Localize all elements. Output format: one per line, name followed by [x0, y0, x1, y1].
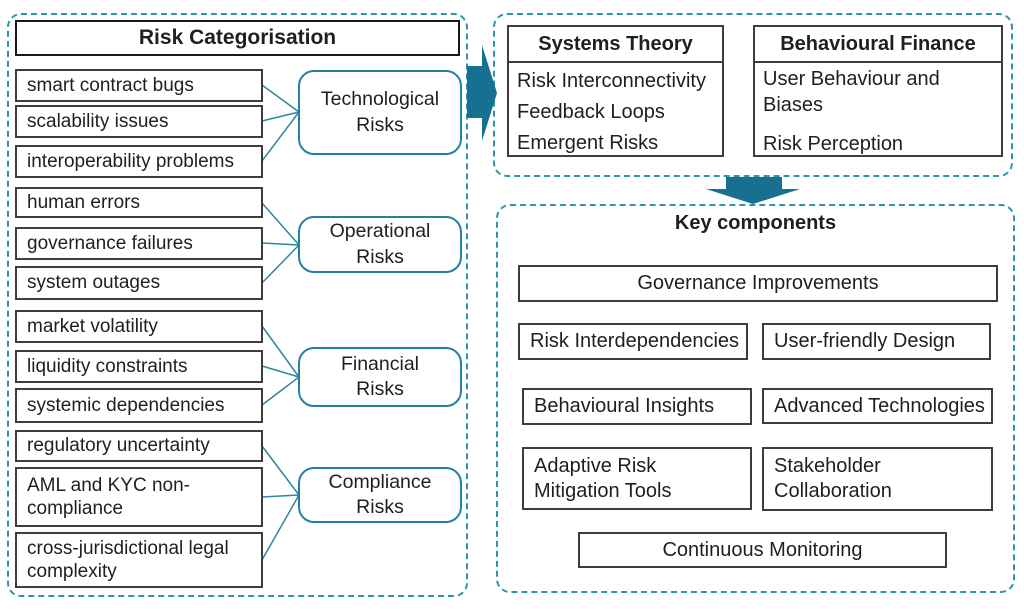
component-advanced-technologies: Advanced Technologies — [762, 388, 993, 424]
flow-arrow-down-icon — [706, 177, 800, 204]
component-user-friendly-design: User-friendly Design — [762, 323, 991, 360]
component-governance-improvements: Governance Improvements — [518, 265, 998, 302]
risk-item-regulatory-uncertainty: regulatory uncertainty — [15, 430, 263, 462]
risk-item-system-outages: system outages — [15, 266, 263, 300]
risk-item-market-volatility: market volatility — [15, 310, 263, 343]
systems-theory-box: Systems Theory Risk Interconnectivity Fe… — [507, 25, 724, 157]
component-adaptive-risk-mitigation-tools: Adaptive Risk Mitigation Tools — [522, 447, 752, 510]
behavioural-finance-title: Behavioural Finance — [755, 27, 1001, 63]
operational-risks-box: Operational Risks — [298, 216, 462, 273]
financial-risks-box: Financial Risks — [298, 347, 462, 407]
theory-item: User Behaviour and Biases — [763, 68, 940, 116]
theory-item: Feedback Loops — [517, 101, 665, 123]
compliance-risks-box: Compliance Risks — [298, 467, 462, 523]
systems-theory-title: Systems Theory — [509, 27, 722, 63]
systems-theory-items: Risk Interconnectivity Feedback Loops Em… — [509, 63, 722, 159]
behavioural-finance-box: Behavioural Finance User Behaviour and B… — [753, 25, 1003, 157]
risk-categorisation-title: Risk Categorisation — [15, 20, 460, 56]
risk-categorisation-panel — [7, 13, 468, 597]
technological-risks-box: Technological Risks — [298, 70, 462, 155]
key-components-panel — [496, 204, 1015, 593]
compliance-connectors — [261, 445, 300, 561]
behavioural-finance-items: User Behaviour and Biases Risk Perceptio… — [755, 63, 1001, 157]
risk-item-scalability-issues: scalability issues — [15, 105, 263, 138]
risk-item-interoperability-problems: interoperability problems — [15, 145, 263, 178]
operational-connectors — [261, 202, 300, 284]
theory-item: Risk Perception — [763, 133, 904, 155]
risk-item-systemic-dependencies: systemic dependencies — [15, 388, 263, 423]
financial-connectors — [261, 325, 300, 406]
risk-item-cross-jurisdictional-legal-complexity: cross-jurisdictional legal complexity — [15, 532, 263, 588]
technological-connectors — [261, 84, 300, 162]
risk-item-liquidity-constraints: liquidity constraints — [15, 350, 263, 383]
theory-item: Emergent Risks — [517, 132, 659, 154]
risk-item-aml-kyc-non-compliance: AML and KYC non-compliance — [15, 467, 263, 527]
component-continuous-monitoring: Continuous Monitoring — [578, 532, 947, 568]
component-behavioural-insights: Behavioural Insights — [522, 388, 752, 425]
risk-item-smart-contract-bugs: smart contract bugs — [15, 69, 263, 102]
component-stakeholder-collaboration: Stakeholder Collaboration — [762, 447, 993, 511]
component-risk-interdependencies: Risk Interdependencies — [518, 323, 748, 360]
key-components-title: Key components — [674, 212, 837, 234]
risk-item-governance-failures: governance failures — [15, 227, 263, 260]
flow-arrow-right-icon — [467, 45, 497, 141]
theory-item: Risk Interconnectivity — [517, 70, 706, 92]
risk-item-human-errors: human errors — [15, 187, 263, 218]
